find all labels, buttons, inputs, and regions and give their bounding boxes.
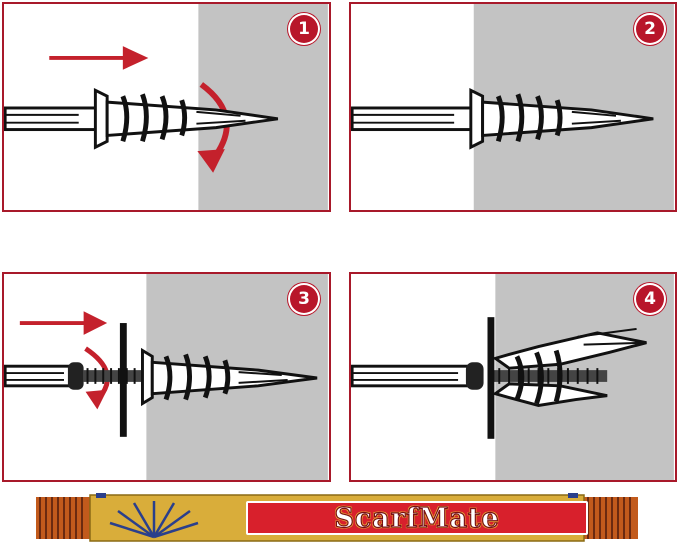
striped-end-cap-left (36, 497, 90, 539)
screwdriver-icon (4, 106, 100, 132)
brand-plaque: ScarfMate (246, 501, 588, 535)
screwdriver-icon (4, 364, 74, 388)
striped-end-cap-right (584, 497, 638, 539)
brand-name: ScarfMate (334, 502, 500, 534)
wall-anchor-icon (469, 87, 654, 150)
step-1-illustration (4, 4, 328, 210)
wall-anchor-icon (140, 347, 318, 407)
screwdriver-icon (351, 106, 476, 132)
step-2-panel: 2 (349, 2, 677, 212)
step-badge: 4 (636, 285, 664, 313)
step-4-panel: 4 (349, 272, 677, 482)
screw-icon (67, 362, 153, 390)
fixture-plate (487, 317, 495, 439)
push-arrow-icon (49, 46, 149, 70)
expanded-anchor-icon (492, 327, 647, 407)
step-2-illustration (351, 4, 674, 210)
screwdriver-icon (351, 364, 470, 388)
step-badge: 1 (290, 15, 318, 43)
step-1-panel: 1 (2, 2, 331, 212)
fixture-plate (119, 323, 127, 437)
step-3-panel: 3 (2, 272, 331, 482)
push-arrow-icon (19, 311, 108, 335)
step-3-illustration (4, 274, 328, 480)
step-4-illustration (351, 274, 674, 480)
wall-anchor-icon (93, 87, 279, 150)
step-badge: 2 (636, 15, 664, 43)
step-badge: 3 (290, 285, 318, 313)
sunburst-icon (109, 501, 199, 539)
brand-banner: ScarfMate (36, 493, 638, 543)
